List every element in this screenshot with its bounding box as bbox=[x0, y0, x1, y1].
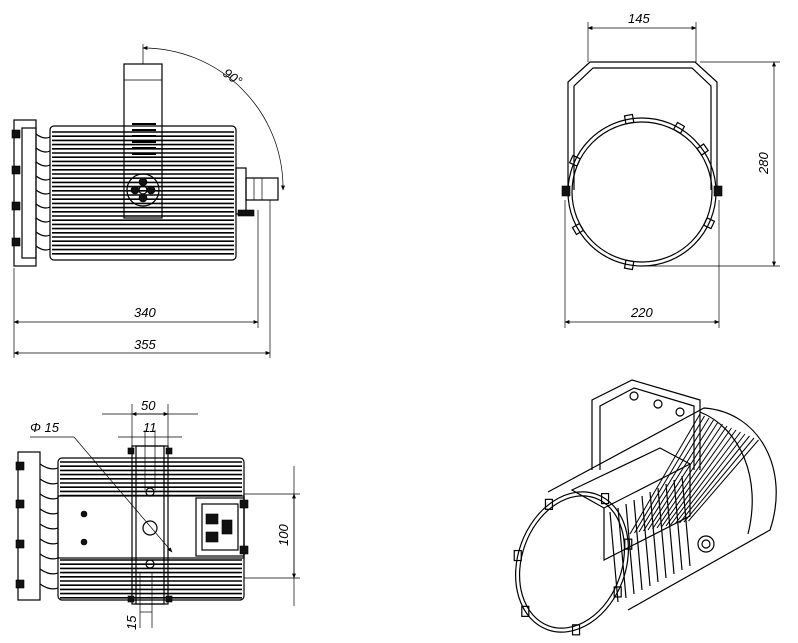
dim-side-inner: 340 bbox=[134, 305, 156, 320]
iso-fin bbox=[674, 433, 746, 525]
top-heatsink-fins bbox=[60, 461, 242, 599]
top-flange-fins bbox=[39, 463, 59, 590]
top-flange-fin bbox=[39, 568, 59, 575]
dim-top-spacing: 100 bbox=[276, 524, 291, 546]
iso-heatsink-fins bbox=[609, 413, 759, 603]
iso-fin bbox=[679, 435, 750, 524]
dim-front-bracket: 145 bbox=[628, 11, 650, 26]
front-view: 145 280 220 bbox=[561, 11, 780, 328]
side-flange-fin bbox=[35, 245, 51, 251]
top-flange-fin bbox=[39, 523, 59, 530]
iso-lens-clip bbox=[513, 549, 522, 562]
iso-fin bbox=[652, 423, 723, 530]
front-lens-clip bbox=[702, 217, 716, 230]
iso-lens-clip bbox=[600, 492, 610, 505]
front-lens-clips bbox=[568, 113, 716, 271]
iso-fin bbox=[641, 495, 651, 587]
front-lens-clip bbox=[571, 222, 585, 236]
front-lens-clip bbox=[568, 154, 582, 167]
dim-front-height: 280 bbox=[756, 152, 771, 175]
iso-lens-clip bbox=[624, 538, 633, 550]
iso-lens-clip bbox=[521, 605, 530, 617]
side-flange-fin bbox=[35, 147, 51, 153]
side-view: 90° 340 355 bbox=[11, 44, 286, 358]
dim-tilt-angle: 90° bbox=[220, 65, 245, 89]
top-flange-fin bbox=[39, 478, 59, 485]
top-flange-fin bbox=[39, 493, 59, 500]
dim-top-bracket: 50 bbox=[141, 398, 156, 413]
iso-fin bbox=[649, 491, 659, 583]
dim-top-offset: 15 bbox=[124, 615, 139, 630]
front-lens-clip bbox=[623, 113, 635, 125]
iso-lens-clip bbox=[544, 498, 554, 510]
front-lens-clip bbox=[672, 121, 686, 135]
iso-fin bbox=[657, 487, 667, 579]
front-lens-clip bbox=[623, 259, 635, 271]
side-heatsink-fins bbox=[52, 131, 234, 255]
iso-lens-clips bbox=[513, 492, 633, 636]
iso-fin bbox=[683, 437, 755, 523]
side-flange-fin bbox=[35, 203, 51, 209]
iso-lens-clip bbox=[571, 624, 581, 636]
top-flange-fin bbox=[39, 508, 59, 515]
side-flange-fins bbox=[35, 133, 51, 251]
iso-lens-clip bbox=[613, 586, 622, 598]
iso-fin bbox=[629, 413, 701, 535]
isometric-view bbox=[513, 379, 777, 636]
top-view: 50 11 Φ 15 100 15 bbox=[15, 398, 300, 630]
top-flange-fin bbox=[39, 538, 59, 545]
top-driver-box bbox=[195, 497, 249, 557]
iso-fin bbox=[673, 479, 683, 571]
iso-fin bbox=[670, 431, 741, 526]
side-flange-fin bbox=[35, 231, 51, 237]
iso-fin bbox=[661, 427, 732, 528]
top-flange-fin bbox=[39, 583, 59, 590]
top-flange-fin bbox=[39, 553, 59, 560]
side-flange-fin bbox=[35, 217, 51, 223]
front-lens-clip bbox=[696, 143, 710, 156]
dim-side-outer: 355 bbox=[134, 337, 156, 352]
side-flange-fin bbox=[35, 161, 51, 167]
top-flange-fin bbox=[39, 463, 59, 470]
dim-top-hole: Φ 15 bbox=[30, 420, 60, 435]
dim-front-diameter: 220 bbox=[630, 305, 653, 320]
iso-fin bbox=[665, 483, 675, 575]
top-flange-clips bbox=[15, 461, 25, 589]
iso-fin bbox=[633, 499, 643, 591]
side-flange-fin bbox=[35, 175, 51, 181]
dim-top-slot: 11 bbox=[143, 420, 157, 435]
side-cable-gland bbox=[235, 167, 279, 217]
iso-fin bbox=[681, 475, 691, 567]
side-flange-fin bbox=[35, 189, 51, 195]
side-flange-fin bbox=[35, 133, 51, 139]
side-flange-clips bbox=[11, 129, 21, 247]
iso-fin bbox=[688, 439, 759, 522]
iso-fin bbox=[643, 419, 714, 532]
iso-fin bbox=[638, 417, 710, 533]
iso-fin bbox=[665, 429, 737, 527]
